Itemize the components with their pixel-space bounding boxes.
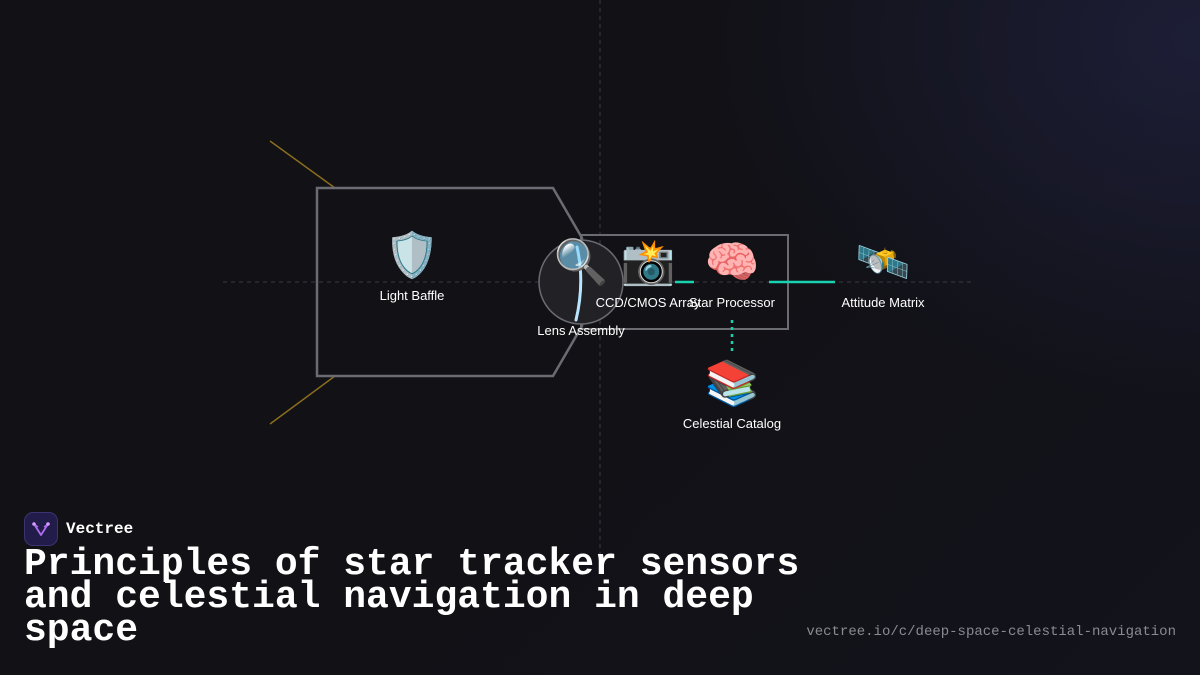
node-label-lens-assembly: Lens Assembly [537, 323, 625, 338]
shield-icon: 🛡️ [384, 230, 440, 281]
node-label-ccd-cmos-array: CCD/CMOS Array [595, 295, 701, 310]
magnifier-icon: 🔍 [553, 237, 609, 288]
brand[interactable]: Vectree [24, 512, 133, 546]
books-icon: 📚 [704, 358, 760, 409]
node-lens-assembly: 🔍 Lens Assembly [501, 237, 661, 338]
page-title: Principles of star tracker sensors and c… [24, 543, 800, 652]
baffle-ray-top [269, 140, 336, 189]
node-light-baffle: 🛡️ Light Baffle [332, 230, 492, 303]
node-label-light-baffle: Light Baffle [379, 288, 445, 303]
node-label-celestial-catalog: Celestial Catalog [682, 416, 782, 431]
node-star-processor: 🧠 Star Processor [652, 237, 812, 310]
light-path [574, 245, 583, 322]
brain-icon: 🧠 [704, 237, 760, 288]
node-celestial-catalog: 📚 Celestial Catalog [652, 358, 812, 431]
node-label-star-processor: Star Processor [689, 295, 775, 310]
brand-name: Vectree [66, 520, 134, 538]
source-url[interactable]: vectree.io/c/deep-space-celestial-naviga… [806, 624, 1176, 640]
node-label-attitude-matrix: Attitude Matrix [841, 295, 925, 310]
node-attitude-matrix: 🛰️ Attitude Matrix [803, 237, 963, 310]
camera-flash-icon: 📸 [620, 237, 676, 288]
vectree-logo-icon [24, 512, 58, 546]
baffle-ray-bottom [269, 375, 336, 425]
satellite-icon: 🛰️ [855, 237, 911, 288]
node-ccd-cmos-array: 📸 CCD/CMOS Array [568, 237, 728, 310]
